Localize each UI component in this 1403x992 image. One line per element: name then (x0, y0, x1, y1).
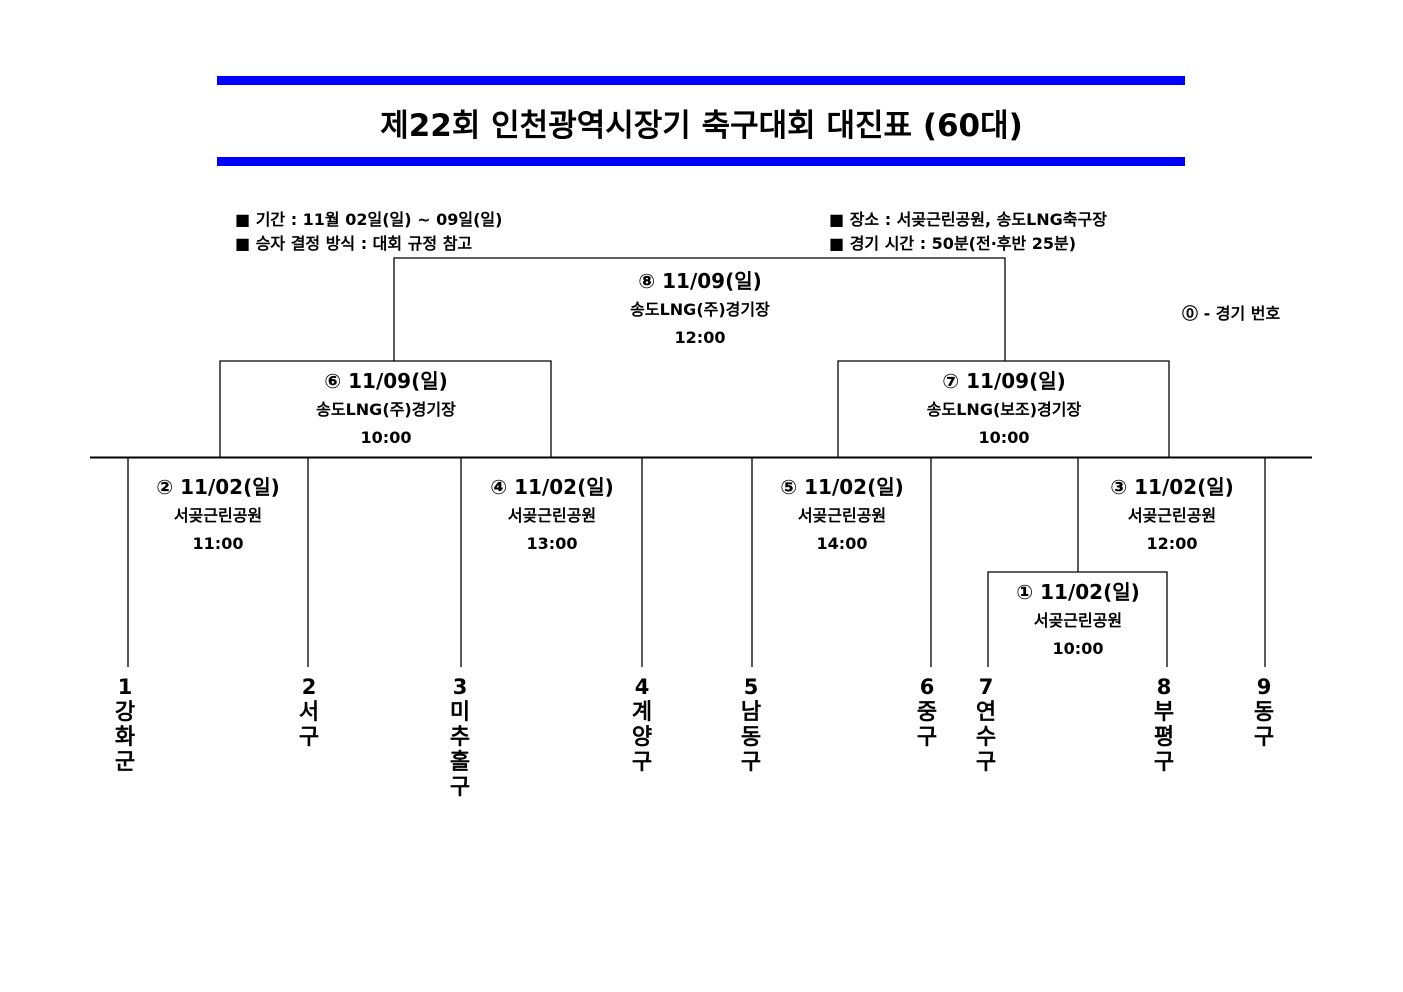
match-4: ④ 11/02(일) 서곶근린공원 13:00 (422, 473, 682, 558)
team-number: 9 (1256, 675, 1272, 699)
team-name: 미추홀구 (449, 700, 471, 800)
team-number: 4 (634, 675, 650, 699)
match-venue: 서곶근린공원 (1127, 506, 1217, 525)
title-bar-bottom (217, 157, 1185, 166)
match-venue: 송도LNG(보조)경기장 (926, 400, 1082, 419)
match-6: ⑥ 11/09(일) 송도LNG(주)경기장 10:00 (256, 367, 516, 452)
team-number: 8 (1156, 675, 1172, 699)
match-time: 10:00 (1052, 639, 1104, 658)
match-7-bracket (837, 360, 1170, 457)
match-date: ⑦ 11/09(일) (942, 369, 1066, 393)
team-number: 7 (978, 675, 994, 699)
info-duration: ■ 경기 시간 : 50분(전·후반 25분) (829, 234, 1077, 253)
match-1: ① 11/02(일) 서곶근린공원 10:00 (948, 578, 1208, 663)
match-date: ① 11/02(일) (1016, 580, 1140, 604)
info-decision: ■ 승자 결정 방식 : 대회 규정 참고 (235, 234, 473, 253)
match-1-bracket (987, 571, 1168, 667)
match-venue: 서곶근린공원 (507, 506, 597, 525)
match-venue: 서곶근린공원 (173, 506, 263, 525)
team-name: 중구 (916, 700, 938, 750)
team-name: 동구 (1253, 700, 1275, 750)
match-time: 11:00 (192, 534, 244, 553)
match-6-bracket (219, 360, 552, 457)
team-number: 1 (117, 675, 133, 699)
team-name: 남동구 (740, 700, 762, 775)
match-date: ② 11/02(일) (156, 475, 280, 499)
team-name: 연수구 (975, 700, 997, 775)
match-time: 12:00 (674, 328, 726, 347)
team-number: 3 (452, 675, 468, 699)
page-title: 제22회 인천광역시장기 축구대회 대진표 (60대) (380, 108, 1023, 144)
match-venue: 송도LNG(주)경기장 (630, 300, 770, 319)
match-date: ④ 11/02(일) (490, 475, 614, 499)
info-period: ■ 기간 : 11월 02일(일) ~ 09일(일) (235, 210, 503, 229)
match-date: ⑥ 11/09(일) (324, 369, 448, 393)
team-name: 계양구 (631, 700, 653, 775)
title-bar-top (217, 76, 1185, 85)
match-venue: 서곶근린공원 (1033, 611, 1123, 630)
match-2: ② 11/02(일) 서곶근린공원 11:00 (88, 473, 348, 558)
match-date: ⑤ 11/02(일) (780, 475, 904, 499)
match-date: ③ 11/02(일) (1110, 475, 1234, 499)
team-name: 부평구 (1153, 700, 1175, 775)
match-7: ⑦ 11/09(일) 송도LNG(보조)경기장 10:00 (874, 367, 1134, 452)
match-venue: 서곶근린공원 (797, 506, 887, 525)
match-time: 12:00 (1146, 534, 1198, 553)
match-time: 14:00 (816, 534, 868, 553)
match-5: ⑤ 11/02(일) 서곶근린공원 14:00 (712, 473, 972, 558)
match-time: 10:00 (978, 428, 1030, 447)
match-date: ⑧ 11/09(일) (638, 269, 762, 293)
match-8-bracket (393, 257, 1006, 361)
info-venue: ■ 장소 : 서곶근린공원, 송도LNG축구장 (829, 210, 1107, 229)
team-number: 5 (743, 675, 759, 699)
team-name: 강화군 (114, 700, 136, 775)
match-time: 10:00 (360, 428, 412, 447)
legend-match-number: ⓪ - 경기 번호 (1182, 304, 1281, 323)
match-8: ⑧ 11/09(일) 송도LNG(주)경기장 12:00 (570, 267, 830, 352)
match-3: ③ 11/02(일) 서곶근린공원 12:00 (1042, 473, 1302, 558)
team-name: 서구 (298, 700, 320, 750)
match-time: 13:00 (526, 534, 578, 553)
team-number: 6 (919, 675, 935, 699)
match-venue: 송도LNG(주)경기장 (316, 400, 456, 419)
team-number: 2 (301, 675, 317, 699)
